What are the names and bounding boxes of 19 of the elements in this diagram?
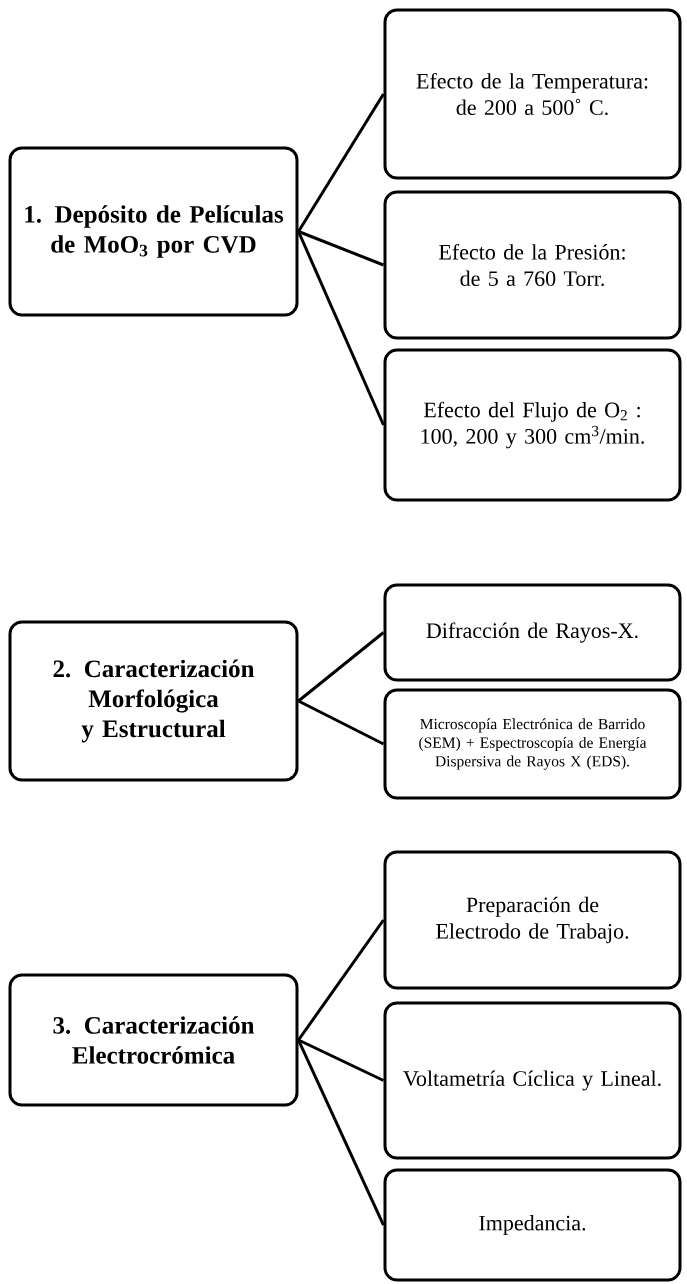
detail-box: Microscopía Electrónica de Barrido (SEM) + Espectroscopía de Energía Dispersiva de Rayos X (EDS). [383,688,682,800]
connector-line [297,699,385,746]
detail-box: Impedancia. [383,1168,682,1282]
connector-line [297,1038,385,1082]
connector-line [297,93,385,233]
detail-box: Efecto de la Presión: de 5 a 760 Torr. [383,190,682,340]
step-box: 3. Caracterización Electrocrómica [8,973,299,1107]
connector-line [297,1039,385,1226]
step-box: 1. Depósito de Películas de MoO$_{3}$ por CVD [8,146,299,317]
detail-box: Efecto de la Temperatura: de 200 a 500˚ C. [383,8,682,180]
detail-box: Difracción de Rayos-X. [383,583,682,682]
detail-box: Voltametría Cíclica y Lineal. [383,1001,682,1160]
detail-box: Efecto del Flujo de O$_{2}$ : 100, 200 y 300 cm$^{3}$/min. [383,348,682,502]
step-box: 2. Caracterización Morfológica y Estructural [8,620,299,782]
connector-line [297,230,385,267]
detail-box: Preparación de Electrodo de Trabajo. [383,850,682,990]
connector-line [297,631,385,703]
connector-line [297,919,385,1041]
connector-line [297,230,385,426]
